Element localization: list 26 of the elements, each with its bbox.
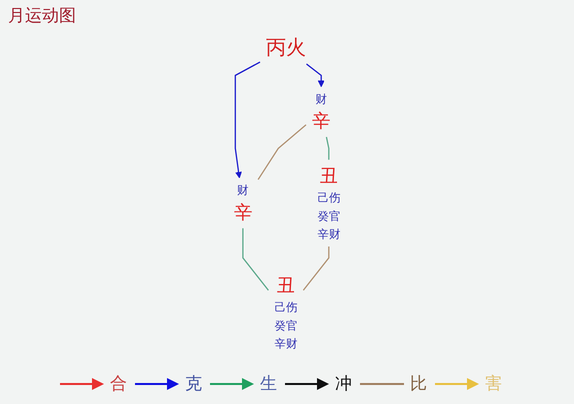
node-text: 丑 xyxy=(276,274,295,296)
beside-note: 己伤 xyxy=(274,300,298,314)
connector xyxy=(302,246,330,291)
legend-label: 冲 xyxy=(335,373,352,395)
legend-label: 生 xyxy=(260,373,277,395)
legend-label: 比 xyxy=(410,373,427,395)
beside-note: 癸官 xyxy=(274,318,298,332)
beside-note: 癸官 xyxy=(317,209,340,223)
beside-note: 辛财 xyxy=(274,336,298,351)
legend-label: 害 xyxy=(485,373,502,395)
arrow xyxy=(306,64,325,88)
beside-note: 财 xyxy=(237,183,249,198)
beside-note: 辛财 xyxy=(317,227,340,242)
diagram-title: 月运动图 xyxy=(8,5,76,27)
beside-note: 财 xyxy=(316,92,327,106)
node-text: 丙火 xyxy=(266,36,306,60)
connector xyxy=(242,228,269,291)
node-text: 辛 xyxy=(234,202,252,223)
connector xyxy=(326,136,330,160)
legend-label: 合 xyxy=(110,373,127,395)
arrow xyxy=(234,62,260,178)
connector xyxy=(258,124,306,180)
node-text: 丑 xyxy=(320,165,338,186)
node-text: 辛 xyxy=(312,110,330,132)
beside-note: 己伤 xyxy=(317,190,340,205)
legend-label: 克 xyxy=(185,373,202,395)
